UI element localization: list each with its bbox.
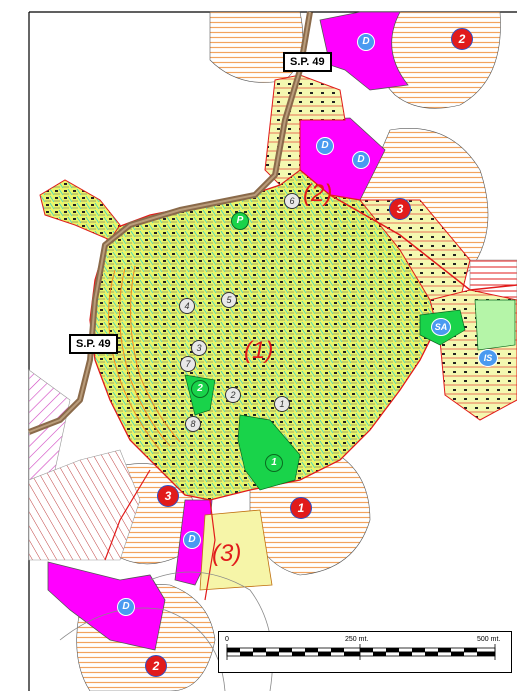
blue-marker-sa: SA bbox=[431, 318, 451, 336]
road-southwest bbox=[104, 469, 151, 561]
red-marker-3-west: 3 bbox=[157, 485, 179, 507]
scale-label-mid: 250 mt. bbox=[345, 636, 369, 643]
green-marker-p: P bbox=[231, 212, 249, 230]
green-area-south bbox=[237, 414, 301, 491]
blue-marker-d-top: D bbox=[357, 33, 375, 51]
zone-label-3: (3) bbox=[212, 540, 242, 567]
road-label-sp49-left: S.P. 49 bbox=[69, 334, 118, 354]
grey-marker-4: 4 bbox=[179, 298, 195, 314]
grey-marker-8: 8 bbox=[185, 416, 201, 432]
urban-area-west bbox=[39, 179, 121, 241]
red-marker-3-east: 3 bbox=[389, 198, 411, 220]
green-marker-1: 1 bbox=[265, 454, 283, 472]
yellow-zone-3 bbox=[199, 509, 273, 591]
urban-area-north-strip bbox=[264, 74, 346, 186]
grey-marker-5: 5 bbox=[221, 292, 237, 308]
blue-marker-d-south: D bbox=[183, 531, 201, 549]
arc-outline-bottom bbox=[59, 607, 226, 692]
zone-label-1: (1) bbox=[244, 337, 274, 364]
contour-lines-west bbox=[108, 269, 161, 451]
blue-marker-d-bottom-left: D bbox=[117, 598, 135, 616]
green-marker-2: 2 bbox=[191, 380, 209, 398]
scale-bar-graphic bbox=[226, 644, 496, 660]
green-area-southeast-block bbox=[474, 299, 516, 351]
grey-marker-3: 3 bbox=[191, 340, 207, 356]
grey-marker-2: 2 bbox=[225, 387, 241, 403]
zone-label-2: (2) bbox=[303, 180, 333, 207]
diagonal-zone-west-red bbox=[28, 449, 141, 561]
blue-marker-d-north-left: D bbox=[316, 137, 334, 155]
red-marker-2-bottom: 2 bbox=[145, 655, 167, 677]
scale-label-end: 500 mt. bbox=[477, 636, 501, 643]
scale-label-start: 0 bbox=[225, 636, 229, 643]
blue-marker-is: IS bbox=[478, 349, 498, 367]
scale-bar: 0 250 mt. 500 mt. bbox=[218, 631, 512, 673]
grey-marker-6: 6 bbox=[284, 193, 300, 209]
grey-marker-1: 1 bbox=[274, 396, 290, 412]
red-marker-2-top: 2 bbox=[451, 28, 473, 50]
road-south bbox=[204, 499, 216, 601]
magenta-zone-bottom-left bbox=[47, 561, 166, 651]
road-east bbox=[329, 194, 517, 291]
blue-marker-d-north-right: D bbox=[352, 151, 370, 169]
red-marker-1-south: 1 bbox=[290, 497, 312, 519]
road-label-sp49-top: S.P. 49 bbox=[283, 52, 332, 72]
magenta-zone-top bbox=[319, 11, 409, 91]
grey-marker-7: 7 bbox=[180, 356, 196, 372]
